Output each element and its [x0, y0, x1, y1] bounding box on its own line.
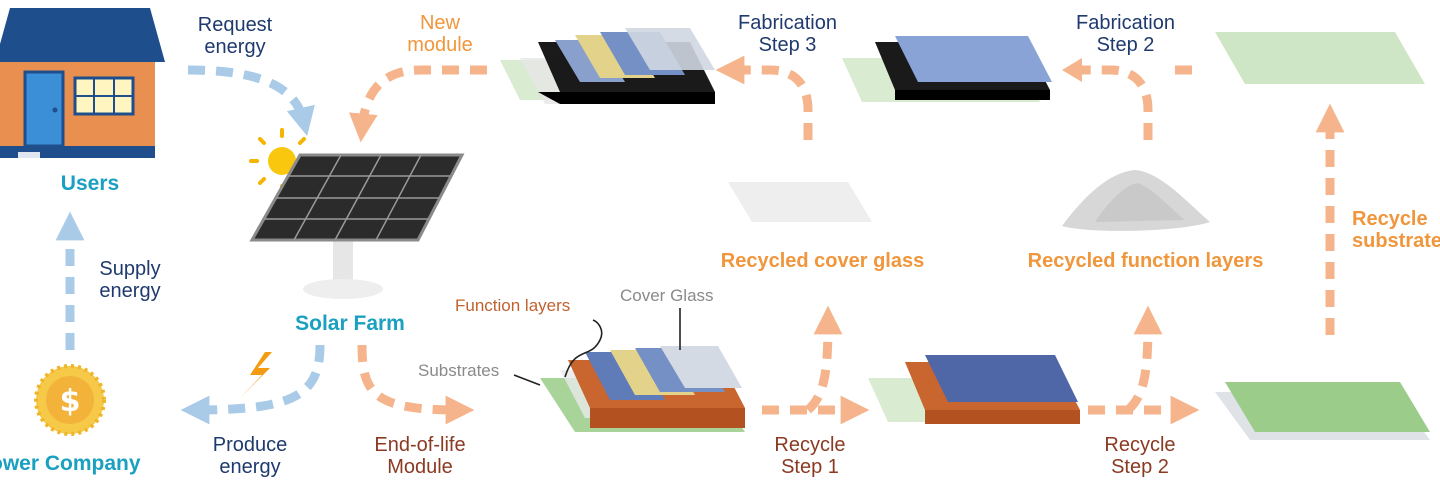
solar-farm-label: Solar Farm: [295, 312, 405, 335]
lightning-icon: [240, 352, 272, 398]
annotation-leaders: [513, 308, 681, 386]
end-of-life-label: End-of-life Module: [374, 434, 466, 479]
substrate-top: [1215, 32, 1425, 84]
produce-energy-label: Produce energy: [212, 434, 288, 479]
recycled-glass-pane: [728, 182, 872, 222]
recycled-glass-up-arrow: [804, 305, 843, 414]
produce-energy-arrow: [180, 344, 325, 425]
fab-step3-arrow: [715, 55, 813, 140]
new-module-label: New module: [407, 12, 473, 57]
new-module-arrow: [348, 65, 487, 143]
solar-panel-icon: [249, 153, 465, 299]
fab-step3-label: Fabrication Step 3: [738, 12, 837, 57]
fab-step2-arrowhead: [1062, 58, 1082, 82]
recycle-step1-label: Recycle Step 1: [774, 434, 846, 479]
house-icon: [0, 8, 165, 158]
recycled-cover-glass-label: Recycled cover glass: [720, 250, 925, 272]
coin-icon: $: [34, 364, 106, 436]
request-energy-arrow: [187, 65, 315, 137]
substrates-label: Substrates: [418, 361, 500, 380]
energy-flow-arrows: [55, 65, 325, 425]
powder-pile-icon: [1062, 170, 1210, 231]
eol-arrow: [357, 344, 475, 425]
cover-glass-label: Cover Glass: [620, 286, 714, 305]
eol-module-stack: [540, 346, 745, 432]
function-layers-label: Function layers: [455, 296, 571, 315]
request-energy-label: Request energy: [197, 14, 273, 59]
recycle-substrates-label: Recycle substrate: [1352, 208, 1440, 253]
fab-step2-label: Fabrication Step 2: [1076, 12, 1175, 57]
step1-result-stack: [868, 355, 1080, 424]
power-company-label: ower Company: [0, 452, 141, 475]
svg-text:$: $: [60, 384, 81, 419]
recycle-flow-arrows: [348, 55, 1345, 425]
users-label: Users: [60, 172, 120, 195]
supply-energy-label: Supply energy: [99, 258, 161, 303]
new-module-stack: [500, 28, 715, 104]
fab-step3-stack: [842, 36, 1052, 102]
substrate-bottom: [1215, 382, 1430, 440]
recycled-function-up-arrow: [1124, 305, 1163, 414]
recycle-step2-label: Recycle Step 2: [1104, 434, 1176, 479]
fab-step2-arrow: [1068, 65, 1153, 140]
recycled-function-layers-label: Recycled function layers: [1027, 250, 1264, 272]
